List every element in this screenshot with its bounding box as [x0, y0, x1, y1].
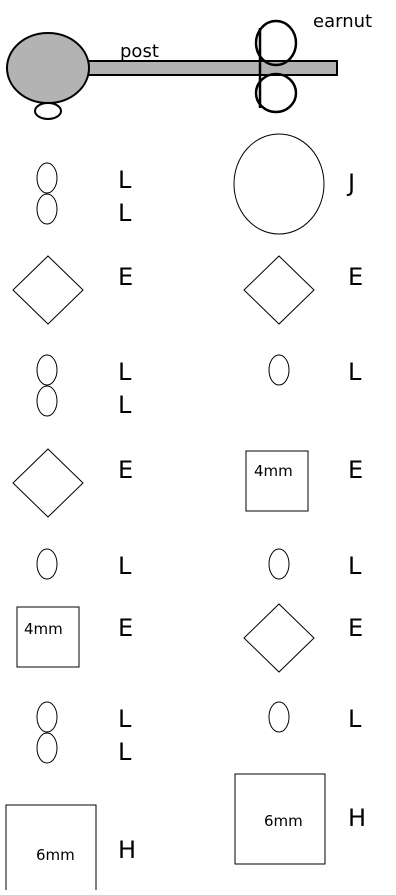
earnut-upper-loop	[256, 21, 296, 65]
right-row4-letter: E	[348, 456, 363, 484]
left-row8-letter: H	[118, 836, 136, 864]
left-row3-letter1: L	[118, 358, 132, 386]
right-row8-size-label: 6mm	[264, 812, 303, 830]
left-row7-letter1: L	[118, 705, 132, 733]
oval	[269, 702, 289, 732]
left-row6-size-label: 4mm	[24, 620, 63, 638]
earnut-lower-loop	[256, 74, 296, 112]
left-row4-letter: E	[118, 456, 133, 484]
earring-loop	[35, 103, 61, 119]
oval-lower	[37, 733, 57, 763]
right-row6-letter: E	[348, 614, 363, 642]
left-row3-letter2: L	[118, 391, 132, 419]
earring-head	[7, 33, 89, 103]
oval-upper	[37, 702, 57, 732]
right-row3-letter: L	[348, 358, 362, 386]
diamond	[13, 449, 83, 517]
right-row8-letter: H	[348, 804, 366, 832]
left-row1-letter1: L	[118, 166, 132, 194]
oval	[269, 355, 289, 385]
oval-lower	[37, 194, 57, 224]
oval-upper	[37, 355, 57, 385]
post-bar	[85, 61, 337, 75]
circle	[234, 134, 324, 234]
left-row6-letter: E	[118, 614, 133, 642]
right-row1-letter: J	[346, 169, 355, 197]
right-row7-letter: L	[348, 705, 362, 733]
earnut-label: earnut	[313, 11, 372, 32]
right-column: J E L 4mm E L E L 6mm H	[234, 134, 366, 864]
left-row8-size-label: 6mm	[36, 846, 75, 864]
left-column: L L E L L E L 4mm E L L 6mm H	[6, 163, 136, 890]
left-row2-letter: E	[118, 263, 133, 291]
post-label: post	[120, 41, 159, 62]
oval	[269, 549, 289, 579]
oval-lower	[37, 386, 57, 416]
oval	[37, 549, 57, 579]
oval-upper	[37, 163, 57, 193]
diamond	[244, 604, 314, 672]
right-row5-letter: L	[348, 552, 362, 580]
post-earnut-illustration: post earnut	[7, 11, 372, 119]
diamond	[13, 256, 83, 324]
left-row5-letter: L	[118, 552, 132, 580]
left-row1-letter2: L	[118, 199, 132, 227]
left-row7-letter2: L	[118, 738, 132, 766]
square-4mm	[246, 451, 308, 511]
right-row4-size-label: 4mm	[254, 462, 293, 480]
diamond	[244, 256, 314, 324]
right-row2-letter: E	[348, 263, 363, 291]
